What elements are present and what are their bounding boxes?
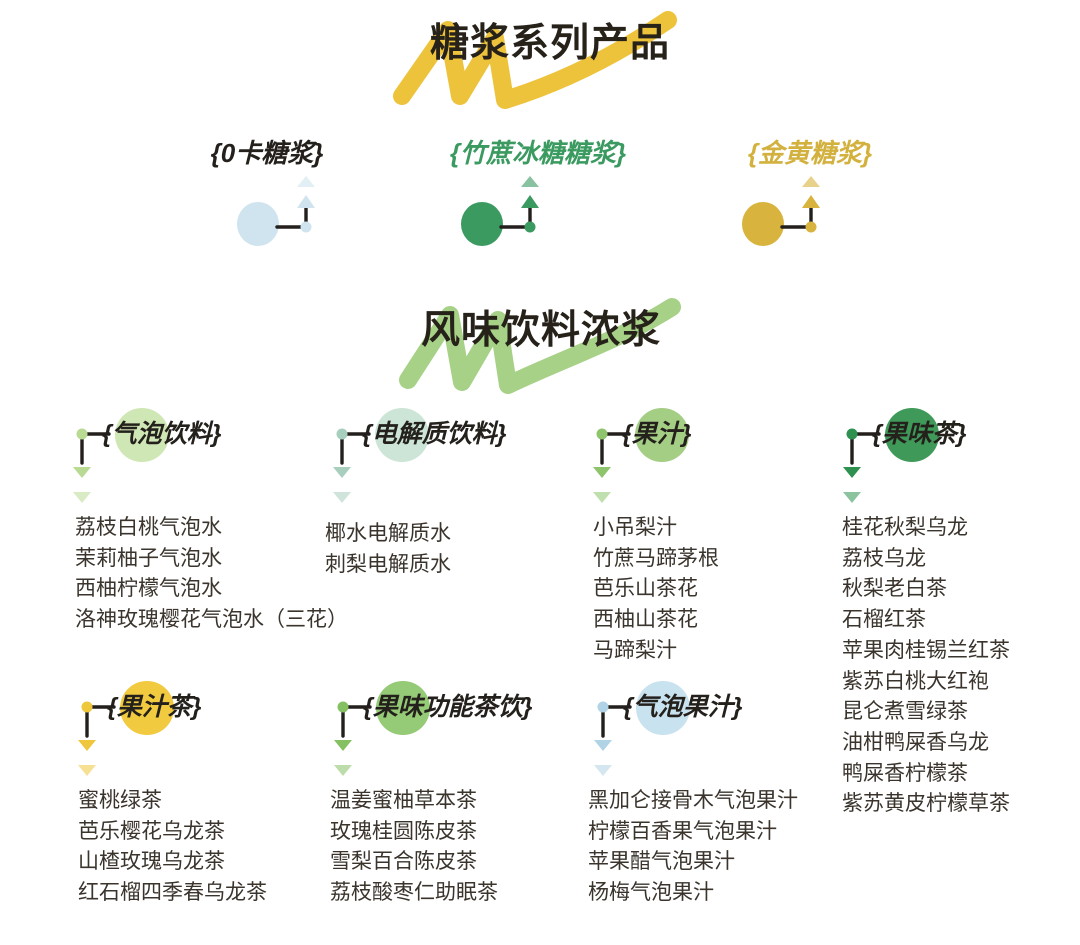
- list-item: 芭乐山茶花: [593, 577, 698, 601]
- list-item: 昆仑煮雪绿茶: [842, 700, 968, 724]
- list-item: 西柚山茶花: [593, 608, 698, 632]
- category-label: {电解质饮料}: [362, 420, 507, 448]
- list-item: 柠檬百香果气泡果汁: [588, 819, 777, 843]
- list-item: 蜜桃绿茶: [78, 789, 162, 812]
- down-arrow-icon: [593, 492, 611, 503]
- list-item: 紫苏黄皮柠檬草茶: [842, 792, 1010, 816]
- list-item: 茉莉柚子气泡水: [75, 546, 222, 570]
- syrup-section-title: 糖浆系列产品: [429, 22, 670, 65]
- list-item: 油柑鸭屎香乌龙: [842, 730, 989, 754]
- product-list: 蜜桃绿茶芭乐樱花乌龙茶山楂玫瑰乌龙茶红石榴四季春乌龙茶: [78, 786, 267, 909]
- category-circle: [115, 408, 169, 462]
- product-list: 椰水电解质水刺梨电解质水: [325, 519, 451, 580]
- down-arrow-icon: [334, 765, 352, 776]
- up-arrow-icon: [802, 195, 820, 208]
- flavor-section-title: 风味饮料浓浆: [420, 309, 661, 352]
- product-list: 黑加仑接骨木气泡果汁柠檬百香果气泡果汁苹果醋气泡果汁杨梅气泡果汁: [588, 786, 798, 909]
- list-item: 桂花秋梨乌龙: [842, 516, 968, 539]
- down-arrow-icon: [73, 467, 91, 478]
- up-arrow-icon: [802, 176, 820, 187]
- list-item: 玫瑰桂圆陈皮茶: [330, 819, 477, 843]
- category-label: {气泡饮料}: [102, 420, 222, 448]
- down-arrow-icon: [594, 740, 612, 751]
- syrup-item-golden-label: {金黄糖浆}: [747, 138, 873, 168]
- list-item: 鸭屎香柠檬茶: [842, 761, 968, 785]
- category-label: {果味功能茶饮}: [363, 693, 533, 721]
- down-arrow-icon: [594, 765, 612, 776]
- down-arrow-icon: [843, 467, 861, 478]
- up-arrow-icon: [521, 176, 539, 187]
- category-circle: [120, 681, 174, 735]
- connector-lines: [593, 428, 631, 503]
- category-circle: [885, 408, 939, 462]
- connector-lines: [333, 428, 371, 503]
- list-item: 荔枝白桃气泡水: [75, 516, 222, 539]
- list-item: 温姜蜜柚草本茶: [330, 789, 477, 812]
- list-item: 竹蔗马蹄茅根: [593, 546, 719, 570]
- product-list: 温姜蜜柚草本茶玫瑰桂圆陈皮茶雪梨百合陈皮茶荔枝酸枣仁助眠茶: [330, 786, 498, 909]
- down-arrow-icon: [333, 492, 351, 503]
- up-arrow-icon: [521, 195, 539, 208]
- connector-lines: [594, 701, 632, 776]
- down-arrow-icon: [333, 467, 351, 478]
- list-item: 石榴红茶: [842, 608, 926, 632]
- down-arrow-icon: [843, 492, 861, 503]
- list-item: 芭乐樱花乌龙茶: [78, 819, 225, 843]
- down-arrow-icon: [593, 467, 611, 478]
- syrup-item-golden-node: [742, 176, 820, 246]
- product-list: 小吊梨汁竹蔗马蹄茅根芭乐山茶花西柚山茶花马蹄梨汁: [593, 513, 719, 667]
- list-item: 荔枝酸枣仁助眠茶: [330, 881, 498, 905]
- syrup-item-zero-cal-node: [237, 176, 315, 246]
- list-item: 苹果醋气泡果汁: [588, 850, 735, 874]
- list-item: 马蹄梨汁: [593, 638, 677, 662]
- product-list: 桂花秋梨乌龙荔枝乌龙秋梨老白茶石榴红茶苹果肉桂锡兰红茶紫苏白桃大红袍昆仑煮雪绿茶…: [842, 513, 1010, 820]
- brush-stroke-green: [399, 298, 681, 394]
- list-item: 紫苏白桃大红袍: [842, 669, 989, 693]
- list-item: 洛神玫瑰樱花气泡水（三花）: [75, 608, 348, 632]
- category-circle: [636, 681, 690, 735]
- list-item: 雪梨百合陈皮茶: [330, 850, 477, 874]
- category-circle: [376, 681, 430, 735]
- syrup-item-zero-cal-label: {0卡糖浆}: [210, 138, 324, 168]
- category-circle: [635, 408, 689, 462]
- category-label: {果味茶}: [872, 420, 967, 448]
- connector-lines: [73, 428, 111, 503]
- down-arrow-icon: [73, 492, 91, 503]
- category-label: {气泡果汁}: [623, 693, 743, 721]
- list-item: 黑加仑接骨木气泡果汁: [588, 789, 798, 812]
- up-arrow-icon: [297, 195, 315, 208]
- up-arrow-icon: [297, 176, 315, 187]
- list-item: 荔枝乌龙: [842, 546, 926, 570]
- connector-lines: [843, 428, 881, 503]
- list-item: 山楂玫瑰乌龙茶: [78, 850, 225, 874]
- category-circle: [375, 408, 429, 462]
- list-item: 椰水电解质水: [325, 522, 451, 545]
- down-arrow-icon: [78, 765, 96, 776]
- list-item: 苹果肉桂锡兰红茶: [842, 638, 1010, 662]
- list-item: 西柚柠檬气泡水: [75, 577, 222, 601]
- connector-lines: [334, 701, 372, 776]
- syrup-item-rock-sugar-node: [461, 176, 539, 246]
- category-label: {果汁茶}: [107, 693, 202, 721]
- list-item: 秋梨老白茶: [842, 577, 947, 601]
- connector-lines: [78, 701, 116, 776]
- category-label: {果汁}: [622, 420, 692, 448]
- list-item: 刺梨电解质水: [325, 552, 451, 576]
- syrup-item-rock-sugar-label: {竹蔗冰糖糖浆}: [449, 138, 627, 168]
- product-list: 荔枝白桃气泡水茉莉柚子气泡水西柚柠檬气泡水洛神玫瑰樱花气泡水（三花）: [75, 513, 348, 636]
- list-item: 杨梅气泡果汁: [588, 881, 714, 905]
- down-arrow-icon: [78, 740, 96, 751]
- list-item: 红石榴四季春乌龙茶: [78, 881, 267, 905]
- brush-stroke-yellow: [393, 11, 677, 109]
- list-item: 小吊梨汁: [593, 516, 677, 539]
- down-arrow-icon: [334, 740, 352, 751]
